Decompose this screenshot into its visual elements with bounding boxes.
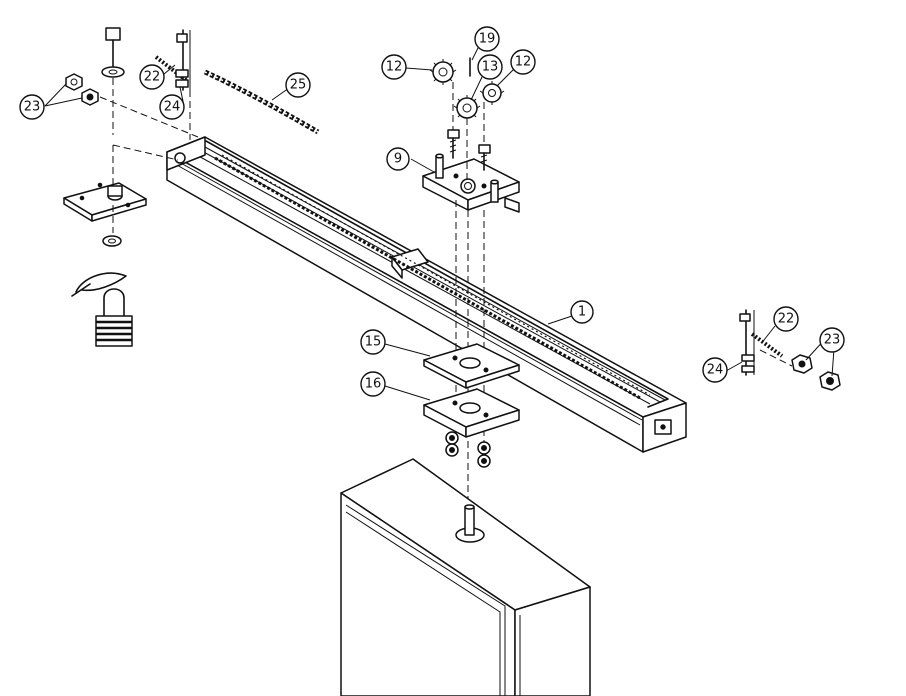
callout-19: 19 xyxy=(474,26,500,52)
operator-housing xyxy=(340,458,591,696)
callout-1-label: 1 xyxy=(578,305,586,320)
callout-23-right: 23 xyxy=(819,327,845,353)
callout-25-label: 25 xyxy=(290,78,307,93)
callout-12-right: 12 xyxy=(510,49,536,75)
callout-19-label: 19 xyxy=(479,32,496,47)
plate-nuts xyxy=(445,431,491,468)
callout-12-left: 12 xyxy=(381,54,407,80)
callout-23-left: 23 xyxy=(19,94,45,120)
chain-segment xyxy=(203,69,320,135)
callout-22-left-label: 22 xyxy=(144,70,161,85)
right-bolt-assembly xyxy=(739,309,793,376)
idler-bolt xyxy=(101,27,125,78)
callout-24-right: 24 xyxy=(702,357,728,383)
callout-22-right-label: 22 xyxy=(778,312,795,327)
callout-12-left-label: 12 xyxy=(386,60,403,75)
left-nuts xyxy=(65,73,99,106)
sprockets xyxy=(429,57,505,121)
callout-15-label: 15 xyxy=(365,335,382,350)
rail-assembly xyxy=(166,136,687,453)
mounting-plate-16 xyxy=(423,388,520,438)
callout-22-left: 22 xyxy=(139,64,165,90)
left-assembly-lines xyxy=(99,78,199,233)
callout-9: 9 xyxy=(386,147,410,171)
callout-24-left-label: 24 xyxy=(164,100,181,115)
callout-13-label: 13 xyxy=(482,60,499,75)
leader-lines xyxy=(44,39,835,401)
callout-24-right-label: 24 xyxy=(707,363,724,378)
callout-16: 16 xyxy=(360,371,386,397)
callout-23-right-label: 23 xyxy=(824,333,841,348)
callout-25: 25 xyxy=(285,72,311,98)
spacer-plate-15 xyxy=(423,343,520,389)
callout-13: 13 xyxy=(477,54,503,80)
callout-24-left: 24 xyxy=(159,94,185,120)
padlock-and-pin xyxy=(71,272,133,347)
callout-22-right: 22 xyxy=(773,306,799,332)
callout-1: 1 xyxy=(570,300,594,324)
left-bolt-assembly xyxy=(154,29,191,91)
callout-15: 15 xyxy=(360,329,386,355)
callout-16-label: 16 xyxy=(365,377,382,392)
callout-9-label: 9 xyxy=(394,152,402,167)
idler-bracket xyxy=(63,182,147,247)
callout-12-right-label: 12 xyxy=(515,55,532,70)
carriage-plate xyxy=(422,153,520,213)
callout-23-left-label: 23 xyxy=(24,100,41,115)
